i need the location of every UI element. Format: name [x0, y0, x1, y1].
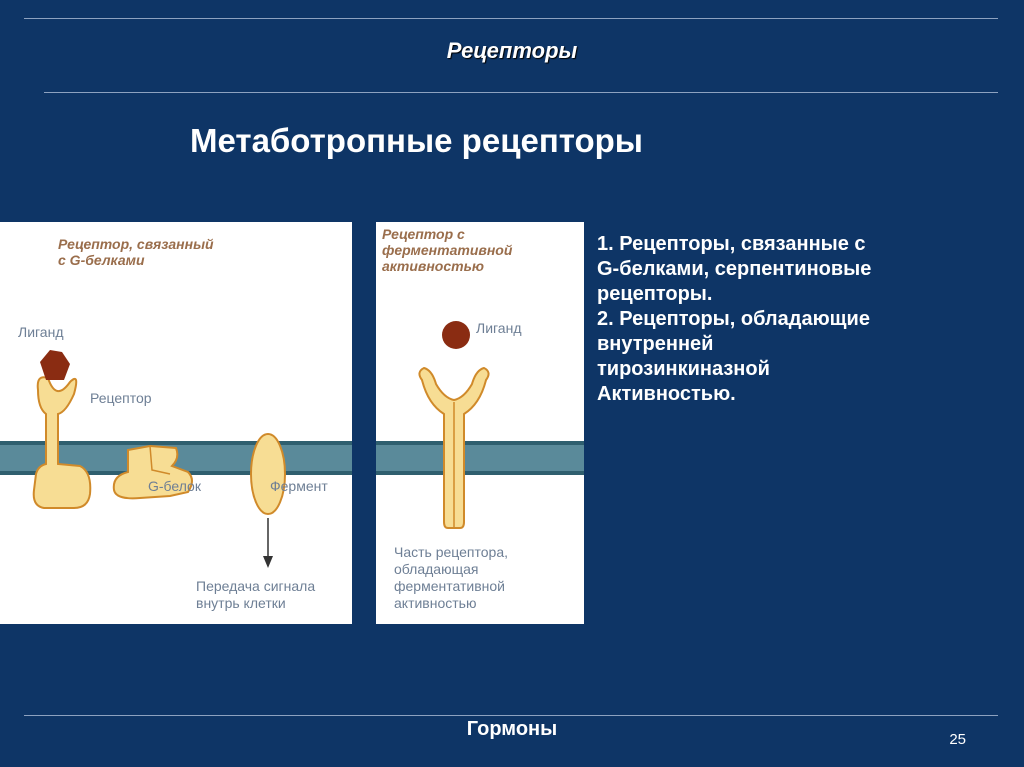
right-part-line2: обладающая: [394, 561, 479, 577]
slide-title: Метаботропные рецепторы: [190, 122, 643, 159]
receptor-types-text: 1. Рецепторы, связанные с G-белками, сер…: [597, 232, 1007, 407]
ligand-shape: [40, 350, 70, 380]
g-protein-shape: [112, 444, 193, 500]
text-line: Активностью.: [597, 383, 736, 405]
text-line: тирозинкиназной: [597, 358, 770, 380]
page-number: 25: [949, 731, 966, 748]
footer-rule: [24, 715, 998, 716]
right-caption-line2: ферментативной: [382, 242, 513, 258]
text-line: 2. Рецепторы, обладающие: [597, 308, 870, 330]
left-ligand-label: Лиганд: [18, 324, 64, 340]
text-line: 1. Рецепторы, связанные с: [597, 233, 866, 255]
left-receptor-label: Рецептор: [90, 390, 152, 406]
right-caption-line3: активностью: [382, 258, 484, 274]
top-rule: [24, 18, 998, 19]
left-gprotein-label: G-белок: [148, 478, 201, 494]
right-part-line1: Часть рецептора,: [394, 544, 509, 560]
ligand-shape: [442, 321, 470, 349]
header-rule: [44, 92, 998, 93]
right-ligand-label: Лиганд: [476, 320, 522, 336]
enzyme-shape: [250, 433, 286, 515]
header-title: Рецепторы: [446, 38, 578, 63]
enzyme-receptor-diagram: Рецептор с ферментативной активностью Ли…: [376, 222, 584, 624]
text-line: рецепторы.: [597, 283, 713, 305]
right-part-line3: ферментативной: [394, 578, 505, 594]
text-line: внутренней: [597, 333, 714, 355]
left-signal-line1: Передача сигнала: [196, 578, 316, 594]
g-protein-receptor-diagram: Рецептор, связанный с G-белками Лиганд Р…: [0, 222, 352, 624]
footer-title: Гормоны: [466, 718, 558, 740]
right-caption-line1: Рецептор с: [382, 226, 465, 242]
left-caption-line2: с G-белками: [58, 252, 145, 268]
receptor-shape: [32, 376, 92, 509]
enzyme-receptor-illustration: [376, 321, 584, 529]
text-line: G-белками, серпентиновые: [597, 258, 872, 280]
left-signal-line2: внутрь клетки: [196, 595, 286, 611]
cell-membrane: [376, 441, 584, 475]
g-protein-receptor-illustration: [0, 350, 352, 568]
right-part-line4: активностью: [394, 595, 477, 611]
left-caption-line1: Рецептор, связанный: [58, 236, 214, 252]
left-enzyme-label: Фермент: [270, 478, 328, 494]
